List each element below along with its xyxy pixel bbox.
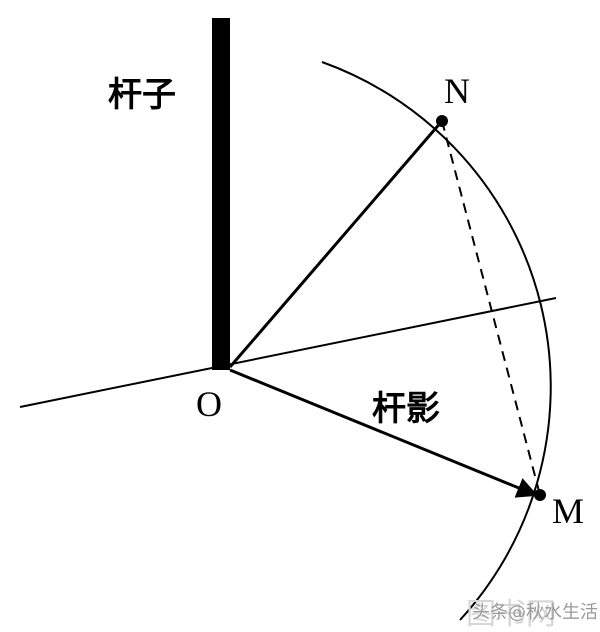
dashed-nm [441, 120, 541, 496]
point-o-label: O [196, 384, 222, 424]
shadow-arrow [229, 368, 538, 498]
ground-line [19, 297, 557, 408]
point-m-dot [534, 489, 546, 501]
pole [212, 18, 230, 370]
point-m-label: M [552, 491, 584, 531]
point-n-label: N [444, 71, 470, 111]
point-n-dot [436, 115, 448, 127]
segment-on [228, 120, 444, 368]
shadow-label: 杆影 [372, 389, 440, 429]
watermark-background: 图书网 [466, 597, 556, 632]
circle-arc [321, 61, 552, 621]
watermark: 头条@秋水生活 [472, 602, 598, 623]
pole-label: 杆子 [108, 75, 176, 115]
